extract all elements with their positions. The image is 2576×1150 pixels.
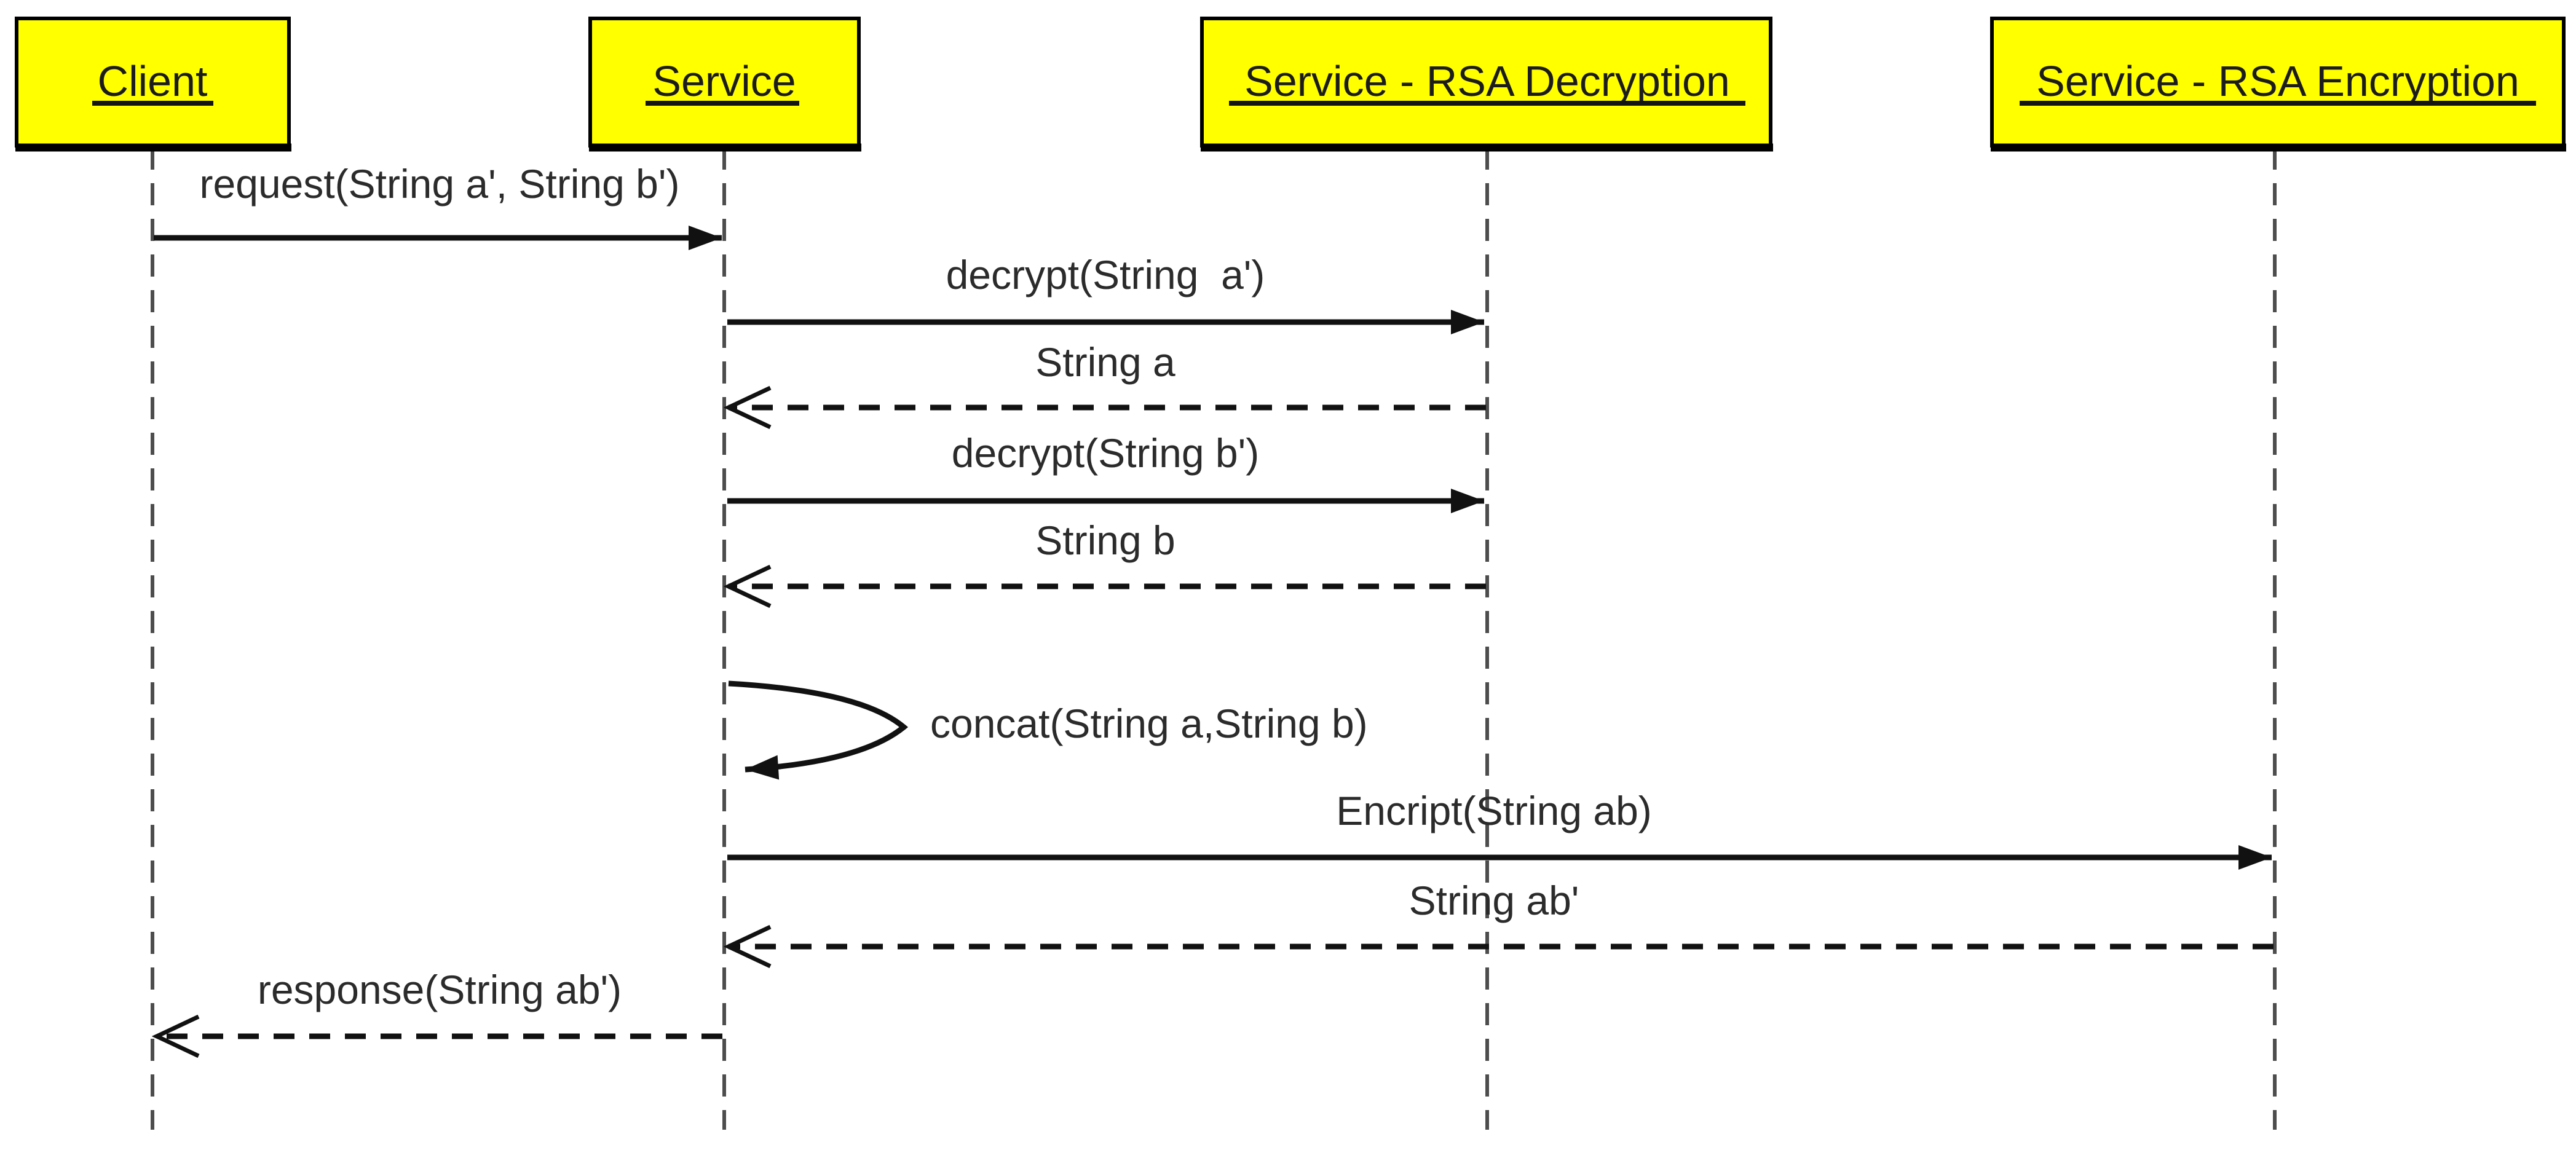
return-string-ab-label: String ab': [1409, 878, 1579, 923]
message-decrypt-b: decrypt(String b'): [727, 430, 1484, 513]
actor-service: Service: [588, 17, 861, 152]
actor-service-rsa-encryption: Service - RSA Encryption: [1990, 17, 2566, 152]
return-string-b: String b: [729, 518, 1486, 586]
message-request: request(String a', String b'): [154, 161, 722, 250]
return-response-label: response(String ab'): [258, 967, 622, 1012]
self-message-concat-arrow: [728, 680, 909, 780]
actor-service-rsa-decryption-label: Service - RSA Decryption: [1244, 57, 1730, 105]
actor-service-box: [588, 17, 861, 148]
return-string-a: String a: [729, 339, 1486, 408]
self-message-concat: concat(String a,String b): [728, 680, 1368, 780]
message-encript-ab: Encript(String ab): [727, 788, 2272, 870]
actor-client-label: Client: [98, 57, 208, 105]
actor-service-rsa-decryption: Service - RSA Decryption: [1200, 17, 1773, 152]
actor-client: Client: [15, 17, 291, 152]
actor-service-rsa-encryption-label: Service - RSA Encryption: [2036, 57, 2519, 105]
actor-service-label: Service: [652, 57, 796, 105]
return-string-a-label: String a: [1035, 339, 1175, 385]
message-decrypt-a: decrypt(String a'): [727, 252, 1484, 334]
message-encript-ab-label: Encript(String ab): [1336, 788, 1652, 833]
message-decrypt-a-label: decrypt(String a'): [946, 252, 1265, 297]
return-string-b-label: String b: [1035, 518, 1175, 563]
return-string-ab: String ab': [729, 878, 2274, 947]
self-message-concat-label: concat(String a,String b): [930, 701, 1368, 746]
message-decrypt-b-label: decrypt(String b'): [952, 430, 1259, 476]
actor-service-rsa-decryption-box: [1200, 17, 1772, 148]
message-request-label: request(String a', String b'): [200, 161, 680, 207]
return-response: response(String ab'): [157, 967, 722, 1036]
